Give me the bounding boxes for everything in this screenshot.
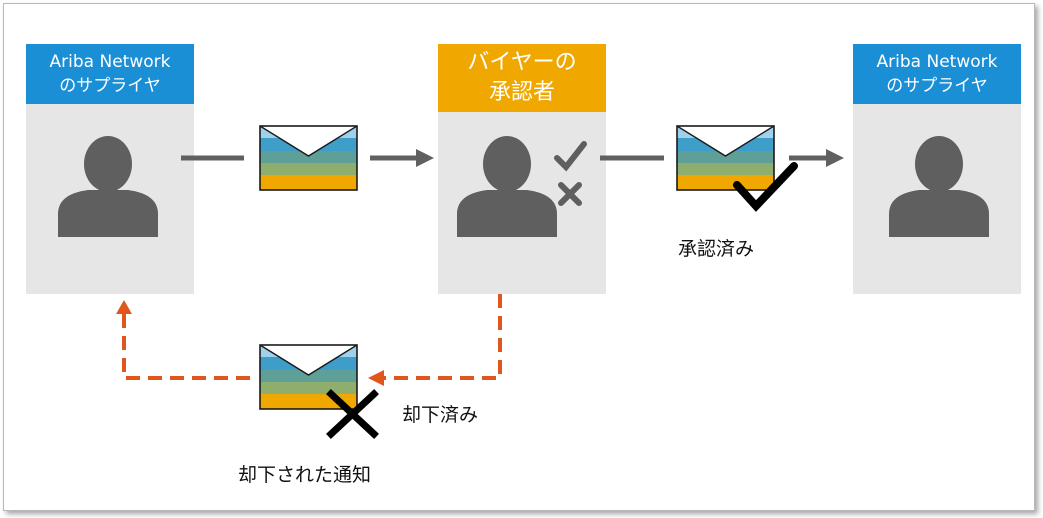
approve-check-icon (554, 141, 587, 172)
rejection-arrowhead-up (116, 300, 132, 314)
supplier-card-left: Ariba Network のサプライヤ (26, 44, 194, 294)
supplier-left-line1: Ariba Network (49, 52, 171, 72)
diagram-frame: Ariba Network のサプライヤ バイヤーの 承認者 Ariba Net… (3, 3, 1035, 511)
supplier-header-left: Ariba Network のサプライヤ (26, 44, 194, 104)
rejection-return-path (122, 294, 502, 380)
approved-checkmark-icon (733, 162, 798, 212)
approved-label: 承認済み (678, 238, 755, 260)
supplier-right-line1: Ariba Network (876, 52, 998, 72)
supplier-header-right: Ariba Network のサプライヤ (853, 44, 1021, 104)
arrow-to-supplier (789, 149, 844, 167)
rejection-arrowhead-right (368, 370, 384, 386)
diagram-graphics (58, 125, 989, 439)
rejection-notice-label: 却下された通知 (238, 464, 372, 486)
supplier-right-line2: のサプライヤ (886, 76, 988, 96)
person-icon-left (58, 136, 158, 237)
approver-line1: バイヤーの (467, 50, 577, 75)
envelope-icon-submitted (259, 125, 358, 191)
approver-card: バイヤーの 承認者 (438, 44, 606, 294)
arrow-to-approver (370, 149, 434, 167)
rejected-label: 却下済み (402, 404, 479, 426)
approver-line2: 承認者 (488, 80, 555, 105)
envelope-icon-rejected (259, 344, 358, 410)
reject-x-icon (558, 182, 582, 206)
person-icon-right (889, 136, 989, 237)
rejected-x-icon (326, 389, 379, 439)
approver-header: バイヤーの 承認者 (438, 44, 606, 112)
envelope-icon-approved (676, 125, 775, 191)
person-icon-approver (457, 136, 557, 237)
supplier-left-line2: のサプライヤ (59, 76, 161, 96)
